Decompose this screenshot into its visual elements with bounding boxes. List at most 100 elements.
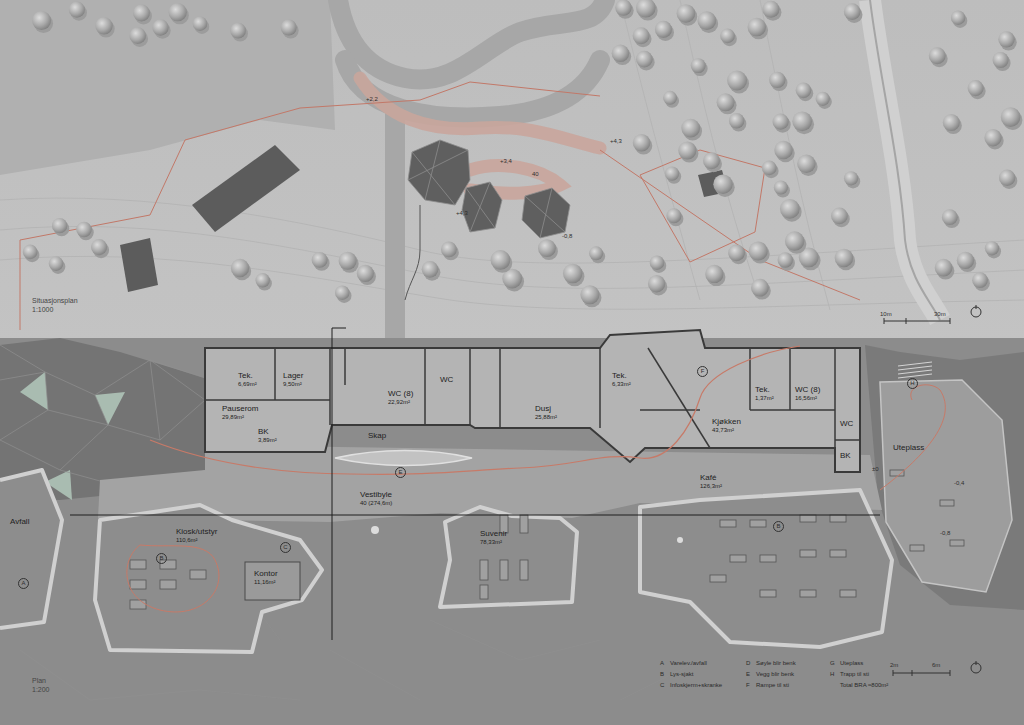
tree [152,19,168,35]
scale-bar [884,305,981,324]
wall-bench [335,451,472,466]
tree [666,208,681,223]
tree [957,252,974,269]
room-label: Skap [368,432,386,441]
tree [835,249,853,267]
tree [1001,107,1021,127]
tree [49,256,64,271]
tree [717,93,735,111]
callout-letter: B [156,553,167,564]
tree [773,114,789,130]
section-line [332,328,333,640]
tree [703,152,720,169]
tree [844,3,861,20]
property-lines [20,82,860,330]
tree [998,31,1014,47]
tree [580,285,599,304]
room-name: WC [440,376,453,385]
legend-key: C [660,682,664,689]
tree [648,275,665,292]
tree [663,91,677,105]
tree [942,209,958,225]
tree [747,18,766,37]
room-name: Kiosk/utstyr [176,528,217,537]
tree [281,19,297,35]
tree [255,273,269,287]
tree [91,239,107,255]
tree [844,171,858,185]
room-label: Vestibyle40 (274,6m) [360,491,392,506]
callout-letter: E [395,467,406,478]
route-line [150,346,800,474]
spot-height: -0,4 [954,480,964,487]
legend-text: Uteplass [840,660,863,667]
room-label: BK3,89m² [258,428,277,443]
tree [984,129,1001,146]
building [205,330,860,472]
callout-letter: B [773,521,784,532]
tree [816,92,830,106]
room-name: Skap [368,432,386,441]
room-area: 110,6m² [176,537,217,544]
buildings [120,145,728,292]
tree [678,141,696,159]
trees [23,0,1023,307]
tree [665,166,679,180]
room-label: WC (8)22,92m² [388,390,413,405]
stairs [898,362,932,378]
room-name: Tek. [238,372,257,381]
room-name: WC (8) [795,386,820,395]
tree [636,51,653,68]
tree [729,113,744,128]
legend-key: E [746,671,750,678]
legend-key: H [830,671,834,678]
tree [538,239,556,257]
legend-key: F [746,682,750,689]
room-area: 1,37m² [755,395,774,402]
tree [633,134,651,152]
tree [951,11,965,25]
tree [762,161,777,176]
legend-key: G [830,660,835,667]
room-name: WC (8) [388,390,413,399]
spot-height: +4,3 [456,210,468,217]
spot-height: +4,3 [610,138,622,145]
scale-text: 6m [932,662,940,669]
room-label: WC [840,420,853,429]
tree [230,23,246,39]
tree [769,72,785,88]
callout-letter: C [280,542,291,553]
tree [797,155,815,173]
tree [69,2,85,18]
legend-text: Varelev./avfall [670,660,707,667]
path [360,78,600,193]
room-label: Tek.6,33m² [612,372,631,387]
tree [935,259,953,277]
tree [720,28,735,43]
room-label: WC (8)16,56m² [795,386,820,401]
site-ground [0,0,1024,345]
tree [697,11,716,30]
room-label: Uteplass [893,444,924,453]
tree [713,174,732,193]
section-line [332,328,346,329]
room-label: Kontor11,16m² [254,570,278,585]
room-label: Avfall [10,518,29,527]
tree [831,208,848,225]
room-area: 29,89m² [222,414,258,421]
room-area: 22,92m² [388,399,413,406]
room-area: 3,89m² [258,437,277,444]
room-name: Lager [283,372,303,381]
tree [231,259,249,277]
tree [633,27,650,44]
room-area: 16,56m² [795,395,820,402]
tree [133,5,150,22]
tree [728,244,745,261]
legend-key: A [660,660,664,667]
scale-text: 10m [880,311,892,318]
room-name: BK [258,428,277,437]
room-label: Pauserom29,89m² [222,405,258,420]
room-name: Uteplass [893,444,924,453]
